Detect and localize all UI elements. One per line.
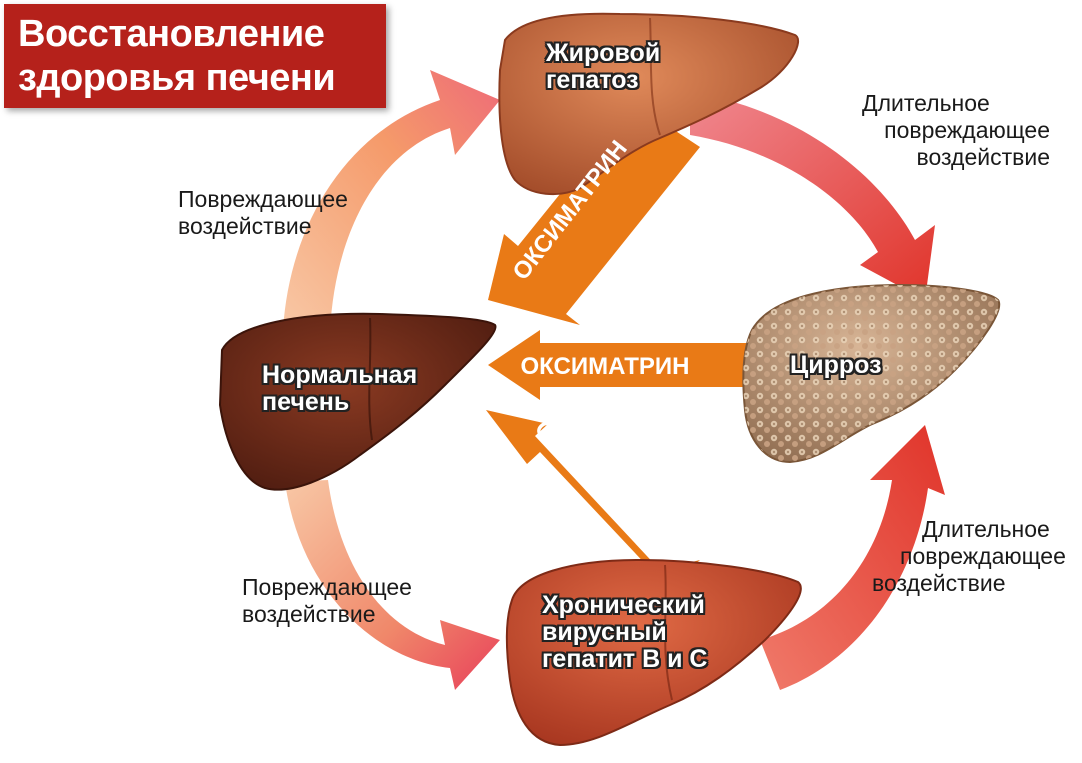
drug-arrow-from-hepatitis (486, 410, 700, 588)
label-cirrhosis: Цирроз (790, 352, 882, 379)
title-line-2: здоровья печени (18, 57, 336, 99)
label-fatty-line-1: Жировой (546, 39, 661, 67)
edge-label-hepatitis-to-cirrhosis-line-3: воздействие (872, 570, 1006, 596)
edge-label-normal-to-fatty: Повреждающее воздействие (178, 186, 348, 240)
edge-label-hepatitis-to-cirrhosis-line-1: Длительное (922, 516, 1050, 542)
drug-label-cirrhosis: ОКСИМАТРИН (521, 353, 690, 380)
label-normal: Нормальная печень (262, 362, 417, 416)
liver-normal (218, 312, 497, 491)
arrow-hepatitis-to-cirrhosis (760, 425, 945, 690)
edge-label-fatty-to-cirrhosis-line-1: Длительное (862, 90, 990, 116)
edge-label-normal-to-fatty-line-1: Повреждающее (178, 186, 348, 212)
label-fatty: Жировой гепатоз (546, 40, 660, 94)
drug-arrow-from-cirrhosis (488, 330, 750, 400)
drug-label-hepatitis: ОКСИМАТРИН (529, 415, 662, 559)
arrow-normal-to-hepatitis (285, 480, 500, 690)
label-fatty-line-2: гепатоз (546, 66, 639, 94)
edge-label-normal-to-fatty-line-2: воздействие (178, 213, 312, 239)
label-hepatitis-line-1: Хронический (542, 591, 705, 619)
liver-fatty (498, 12, 800, 196)
edge-label-normal-to-hepatitis-line-2: воздействие (242, 601, 376, 627)
title-line-1: Восстановление (18, 13, 325, 55)
label-hepatitis-line-2: вирусный (542, 618, 667, 646)
label-hepatitis: Хронический вирусный гепатит В и С (542, 592, 708, 673)
label-normal-line-1: Нормальная (262, 361, 418, 389)
liver-hepatitis (505, 558, 802, 747)
label-cirrhosis-line-1: Цирроз (790, 351, 882, 379)
edge-label-normal-to-hepatitis-line-1: Повреждающее (242, 574, 412, 600)
edge-label-fatty-to-cirrhosis-line-3: воздействие (916, 144, 1051, 170)
edge-label-normal-to-hepatitis: Повреждающее воздействие (242, 574, 412, 628)
title-banner: Восстановление здоровья печени (4, 4, 386, 108)
label-normal-line-2: печень (262, 388, 350, 416)
edge-label-hepatitis-to-cirrhosis: Длительное повреждающее воздействие (872, 516, 1078, 597)
arrow-fatty-to-cirrhosis (690, 92, 935, 300)
edge-label-hepatitis-to-cirrhosis-line-2: повреждающее (900, 543, 1066, 569)
edge-label-fatty-to-cirrhosis-line-2: повреждающее (884, 117, 1050, 143)
arrow-normal-to-fatty (283, 70, 500, 332)
edge-label-fatty-to-cirrhosis: Длительное повреждающее воздействие (862, 90, 1050, 171)
label-hepatitis-line-3: гепатит В и С (542, 645, 708, 673)
liver-cirrhosis (742, 283, 1001, 464)
